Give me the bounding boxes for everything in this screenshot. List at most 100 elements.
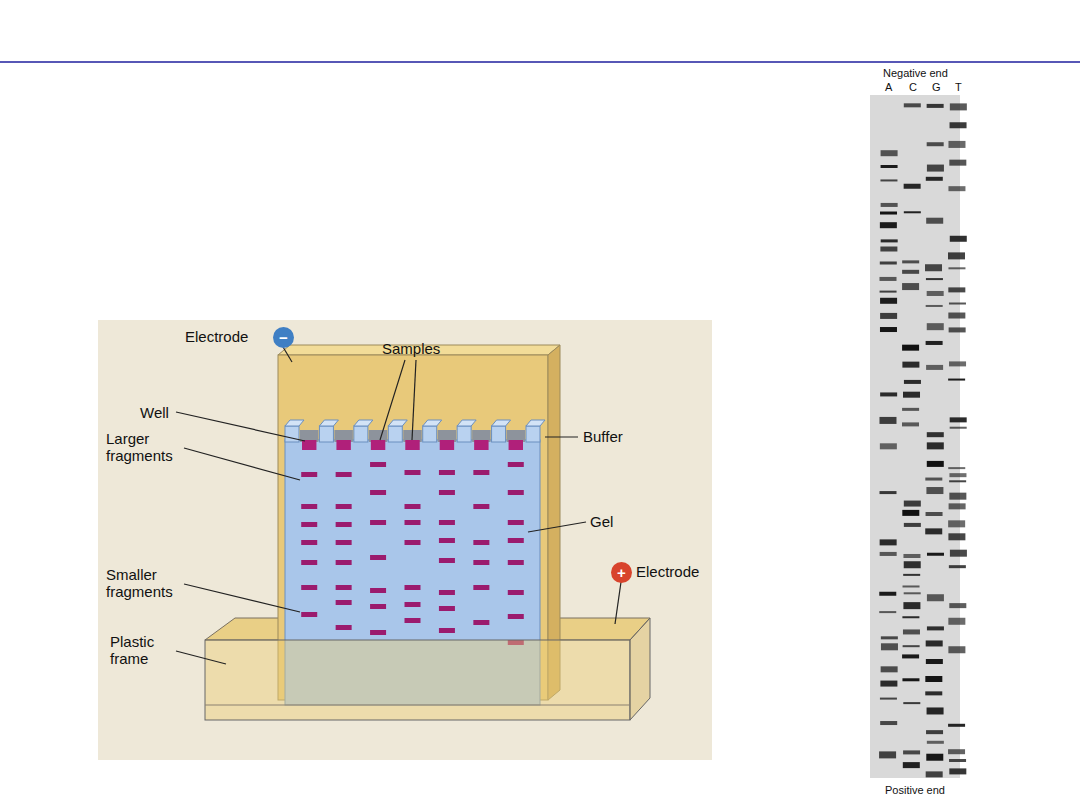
sample <box>371 440 385 450</box>
electrode-wire <box>615 582 621 624</box>
sequence-band <box>948 379 965 381</box>
sequence-band <box>880 298 897 304</box>
dna-band <box>336 560 352 565</box>
sequence-band <box>926 730 943 734</box>
gel-tooth <box>423 426 437 442</box>
sequence-band <box>927 442 944 449</box>
gel-tooth-top <box>388 420 407 426</box>
sequence-band <box>949 565 966 568</box>
sequence-band <box>926 754 943 761</box>
sequence-band <box>881 165 898 168</box>
sequence-band <box>950 417 967 422</box>
sequence-band <box>927 626 944 630</box>
sequence-band <box>902 283 919 290</box>
sequence-band <box>926 640 943 646</box>
sequence-band <box>948 724 965 727</box>
sequence-band <box>904 103 921 107</box>
leader-line <box>184 448 300 480</box>
sequence-band <box>880 491 897 494</box>
sequence-band <box>902 510 919 516</box>
sequence-band <box>880 539 897 545</box>
sequence-band <box>948 749 965 754</box>
dna-band <box>336 585 352 590</box>
sequence-band <box>949 503 966 509</box>
sample <box>405 440 419 450</box>
sequence-band <box>948 313 965 319</box>
gel-tooth-top <box>526 420 545 426</box>
sequence-band <box>904 501 921 507</box>
sequence-band <box>902 270 919 274</box>
sequence-band <box>925 676 942 682</box>
sequence-band <box>925 691 942 695</box>
sequence-band <box>927 323 944 330</box>
dna-band <box>439 558 455 563</box>
sequence-band <box>903 645 920 647</box>
dna-band <box>405 504 421 509</box>
sequence-band <box>904 523 921 527</box>
dna-band <box>336 540 352 545</box>
part-label: Buffer <box>583 428 623 445</box>
sequence-band <box>926 771 943 777</box>
dna-band <box>301 472 317 477</box>
sample <box>509 440 523 450</box>
dna-band <box>439 470 455 475</box>
sequence-band <box>926 365 943 370</box>
dna-band <box>473 620 489 625</box>
sample <box>302 440 316 450</box>
sequence-band <box>949 361 966 366</box>
sequence-band <box>949 480 966 482</box>
dna-band <box>336 472 352 477</box>
sequence-band <box>926 512 943 516</box>
sequence-band <box>903 702 920 704</box>
sequence-band <box>926 487 943 494</box>
dna-band <box>405 585 421 590</box>
sequence-band <box>948 533 965 540</box>
sequence-band <box>950 103 967 110</box>
part-label: Gel <box>590 513 613 530</box>
part-label: T <box>955 81 962 93</box>
sequence-band <box>881 203 898 207</box>
sequence-band <box>927 461 944 467</box>
dna-band <box>370 604 386 609</box>
part-label: Well <box>140 404 169 421</box>
dna-band <box>439 538 455 543</box>
dna-band <box>473 585 489 590</box>
sequence-band <box>950 236 967 242</box>
dna-band <box>370 520 386 525</box>
sequence-band <box>949 759 966 762</box>
sample <box>336 440 350 450</box>
sequence-band <box>902 654 919 658</box>
sequence-band <box>881 643 898 650</box>
sequence-band <box>902 362 919 368</box>
leader-line <box>176 651 226 664</box>
sequence-band <box>902 422 919 426</box>
sequence-band <box>880 277 897 281</box>
sequence-band <box>948 252 965 259</box>
sequence-band <box>902 345 919 351</box>
dna-band <box>508 538 524 543</box>
sequence-band <box>926 177 943 181</box>
sequence-band <box>880 698 897 700</box>
sequence-band <box>950 122 967 128</box>
photo-ground <box>98 320 712 760</box>
gel-tooth <box>319 426 333 442</box>
sequence-band <box>881 636 898 639</box>
sequence-band <box>948 467 965 469</box>
sequence-band <box>948 267 965 269</box>
sequence-band <box>904 592 921 594</box>
dna-band <box>301 612 317 617</box>
sequence-band <box>949 493 966 500</box>
gel-tooth-top <box>319 420 338 426</box>
sequence-band <box>903 629 920 634</box>
sequence-band <box>927 594 944 601</box>
sequence-band <box>926 659 943 664</box>
tray-rim <box>205 705 630 706</box>
dna-band <box>301 585 317 590</box>
dna-band <box>473 560 489 565</box>
sequence-band <box>927 165 944 172</box>
sequence-band <box>903 554 920 558</box>
sequence-band <box>949 603 966 608</box>
gel-tooth <box>457 426 471 442</box>
dna-band <box>439 628 455 633</box>
sequence-band <box>880 443 897 449</box>
